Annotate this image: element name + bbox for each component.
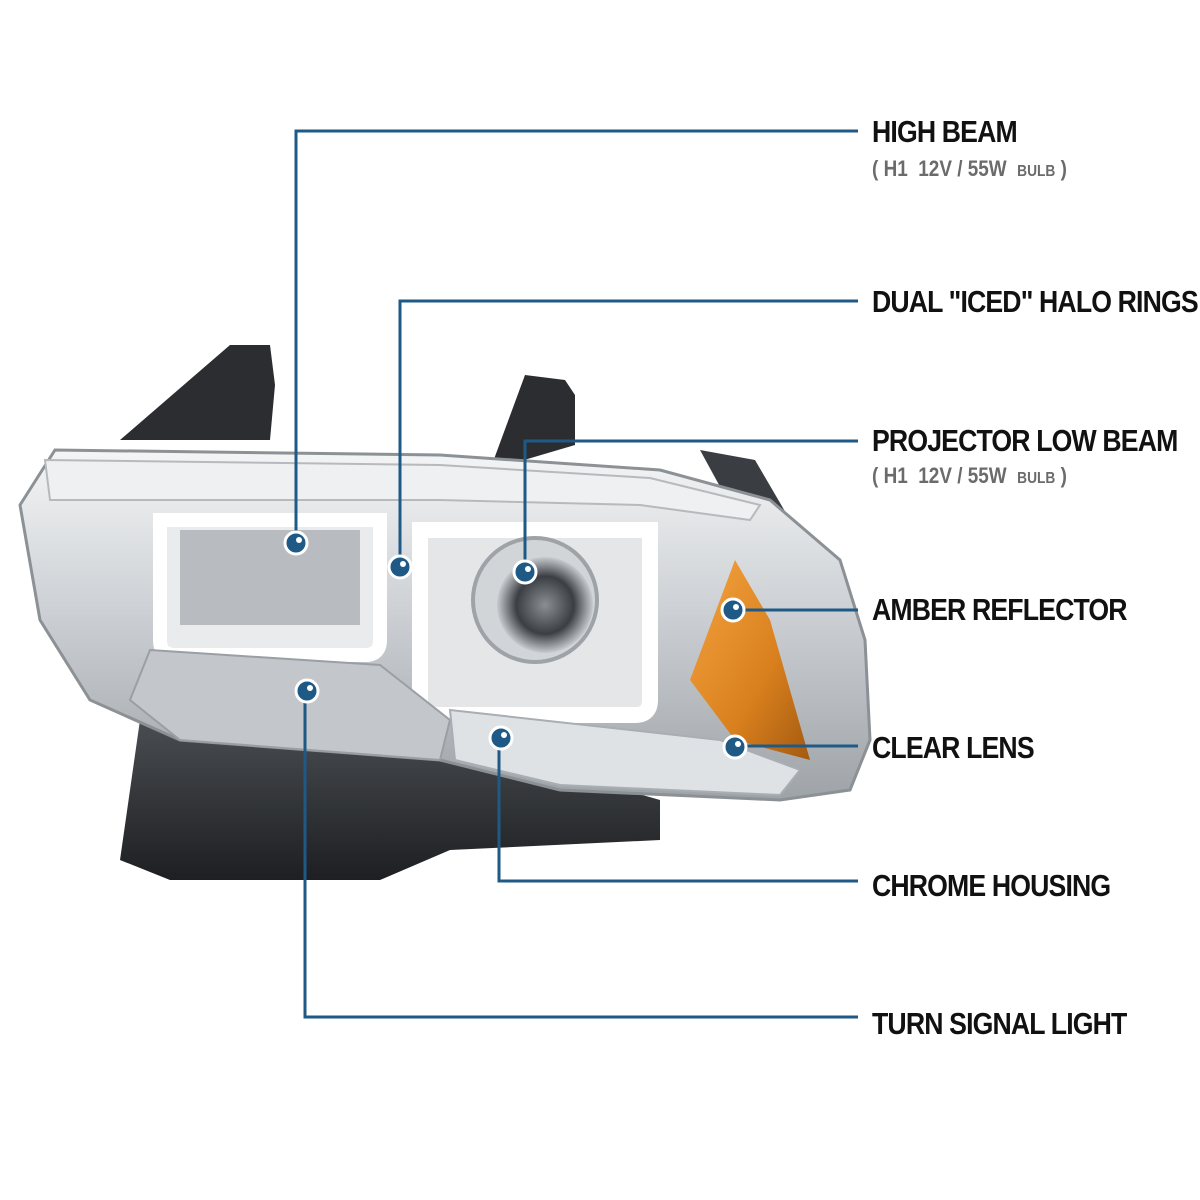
label-halo-rings: DUAL "ICED" HALO RINGS (872, 284, 1199, 319)
spec-high-beam: ( H1 12V / 55W BULB ) (872, 158, 1067, 180)
spec-bulb: H1 (883, 463, 908, 488)
label-high-beam: HIGH BEAM (872, 114, 1018, 149)
callout-line-high-beam (294, 129, 858, 543)
spec-open-paren: ( (872, 463, 879, 488)
spec-projector-low-beam: ( H1 12V / 55W BULB ) (872, 465, 1067, 487)
spec-bulb: H1 (883, 156, 908, 181)
callout-dot-turn-signal (294, 678, 320, 704)
spec-close-paren: ) (1060, 156, 1067, 181)
projector-lens (497, 557, 593, 653)
callout-line-halo-rings (398, 299, 858, 567)
callout-dot-high-beam (283, 530, 309, 556)
label-clear-lens: CLEAR LENS (872, 730, 1035, 765)
spec-close-paren: ) (1060, 463, 1067, 488)
spec-unit: BULB (1017, 163, 1056, 180)
callout-line-projector-low-beam (523, 439, 858, 572)
callout-dot-clear-lens (722, 734, 748, 760)
callout-lines (294, 129, 858, 1019)
callout-dot-chrome-housing (488, 725, 514, 751)
clear-lens-strip (448, 708, 802, 797)
callout-line-turn-signal (303, 691, 858, 1019)
turn-signal-housing (128, 648, 452, 762)
callout-dots (283, 530, 748, 760)
label-amber-reflector: AMBER REFLECTOR (872, 592, 1128, 627)
high-beam-reflector (180, 530, 360, 625)
spec-voltage-wattage: 12V / 55W (918, 463, 1007, 488)
spec-voltage-wattage: 12V / 55W (918, 156, 1007, 181)
spec-open-paren: ( (872, 156, 879, 181)
callout-dot-projector-low-beam (512, 559, 538, 585)
label-chrome-housing: CHROME HOUSING (872, 868, 1111, 903)
lower-base-bracket (120, 720, 660, 880)
callout-line-chrome-housing (497, 738, 858, 883)
label-projector-low-beam: PROJECTOR LOW BEAM (872, 423, 1178, 458)
label-turn-signal: TURN SIGNAL LIGHT (872, 1006, 1127, 1041)
spec-unit: BULB (1017, 470, 1056, 487)
callout-dot-halo-rings (387, 554, 413, 580)
callout-dot-amber-reflector (720, 597, 746, 623)
top-light-bar (43, 458, 762, 522)
amber-reflector-shape (690, 560, 810, 760)
